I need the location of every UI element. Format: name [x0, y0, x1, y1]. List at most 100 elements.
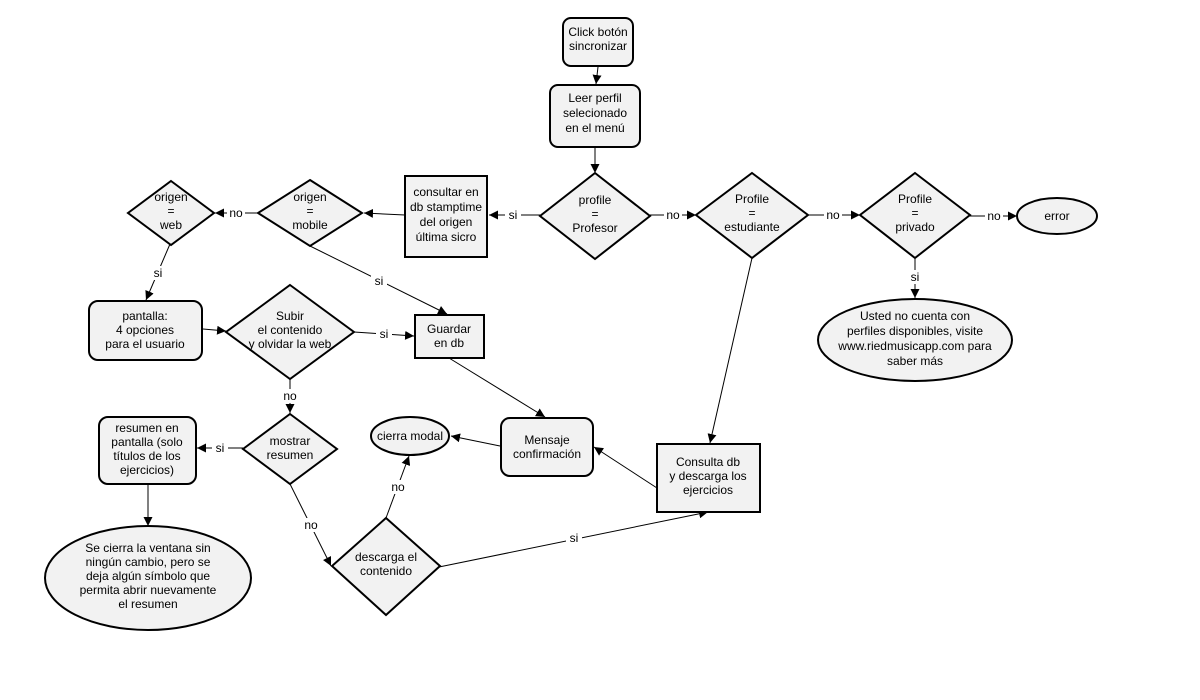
text-line: perfiles disponibles, visite: [847, 324, 983, 338]
node-profile-profesor-label: profile=Profesor: [572, 193, 617, 235]
text-line: consultar en: [413, 185, 478, 199]
edge-label-si-profesor: si: [509, 208, 518, 222]
text-line: confirmación: [513, 447, 581, 461]
text-line: selecionado: [563, 106, 627, 120]
text-line: Profesor: [572, 221, 617, 235]
text-line: =: [306, 204, 313, 218]
edge-click-to-leer: [592, 66, 602, 85]
node-profile-profesor[interactable]: profile=Profesor: [538, 171, 652, 261]
text-line: descarga el: [355, 550, 417, 564]
text-line: permita abrir nuevamente: [80, 583, 217, 597]
text-line: =: [591, 207, 598, 221]
text-line: Usted no cuenta con: [860, 309, 970, 323]
text-line: Consulta db: [676, 455, 740, 469]
edge-label-no-mostrar: no: [304, 518, 318, 532]
edge-label-no-privado: no: [987, 209, 1001, 223]
text-line: ejercicios): [120, 463, 174, 477]
text-line: =: [748, 206, 755, 220]
edge-label-si-subir: si: [380, 327, 389, 341]
node-origen-mobile[interactable]: origen=mobile: [256, 178, 364, 248]
edge-label-no-estudiante: no: [826, 208, 840, 222]
text-line: pantalla (solo: [111, 435, 183, 449]
edge-pantalla-to-subir: [202, 325, 227, 335]
text-line: origen: [154, 190, 187, 204]
text-line: profile: [579, 193, 612, 207]
edge-label-no-profesor: no: [666, 208, 680, 222]
node-profile-privado-label: Profile=privado: [895, 192, 935, 234]
edge-label-si-mobile: si: [375, 274, 384, 288]
text-line: resumen en: [115, 421, 178, 435]
text-line: www.riedmusicapp.com para: [837, 339, 992, 353]
text-line: y descarga los: [669, 469, 746, 483]
text-line: mobile: [292, 218, 328, 232]
edge-label-si-mostrar: si: [216, 441, 225, 455]
text-line: el contenido: [258, 323, 323, 337]
text-line: Subir: [276, 309, 304, 323]
node-cierra-modal-label: cierra modal: [377, 429, 443, 443]
text-line: Profile: [898, 192, 932, 206]
node-error[interactable]: error: [1016, 197, 1098, 235]
node-profile-estudiante[interactable]: Profile=estudiante: [694, 171, 810, 260]
edge-labels: si no no no si no si si si no si no no s…: [150, 206, 1003, 545]
edge-consultar-to-mobile: [363, 208, 406, 218]
text-line: estudiante: [724, 220, 780, 234]
text-line: mostrar: [270, 434, 311, 448]
text-line: 4 opciones: [116, 323, 174, 337]
text-line: resumen: [267, 448, 314, 462]
edge-estudiante-to-consulta: [707, 257, 753, 444]
text-line: del origen: [420, 215, 473, 229]
text-line: web: [159, 218, 182, 232]
edge-label-si-privado: si: [911, 270, 920, 284]
text-line: db stamptime: [410, 200, 482, 214]
node-profile-estudiante-label: Profile=estudiante: [724, 192, 780, 234]
node-origen-web-label: origen=web: [154, 190, 187, 232]
text-line: Profile: [735, 192, 769, 206]
text-line: en el menú: [565, 121, 624, 135]
edge-label-si-descarga: si: [570, 531, 579, 545]
text-line: Mensaje: [524, 433, 570, 447]
text-line: ningún cambio, pero se: [86, 555, 211, 569]
text-line: sincronizar: [569, 39, 627, 53]
text-line: =: [911, 206, 918, 220]
text-line: y olvidar la web: [249, 337, 332, 351]
node-cierra-modal[interactable]: cierra modal: [370, 416, 450, 456]
text-line: títulos de los: [113, 449, 180, 463]
text-line: Leer perfil: [568, 91, 621, 105]
text-line: saber más: [887, 354, 943, 368]
text-line: Se cierra la ventana sin: [85, 541, 210, 555]
text-line: Click botón: [568, 25, 627, 39]
edge-guardar-to-mensaje: [448, 357, 546, 418]
text-line: contenido: [360, 564, 412, 578]
text-line: última sicro: [416, 230, 477, 244]
text-line: Guardar: [427, 322, 471, 336]
edge-label-no-mobile: no: [229, 206, 243, 220]
node-profile-privado[interactable]: Profile=privado: [858, 171, 972, 260]
node-origen-web[interactable]: origen=web: [126, 179, 216, 247]
